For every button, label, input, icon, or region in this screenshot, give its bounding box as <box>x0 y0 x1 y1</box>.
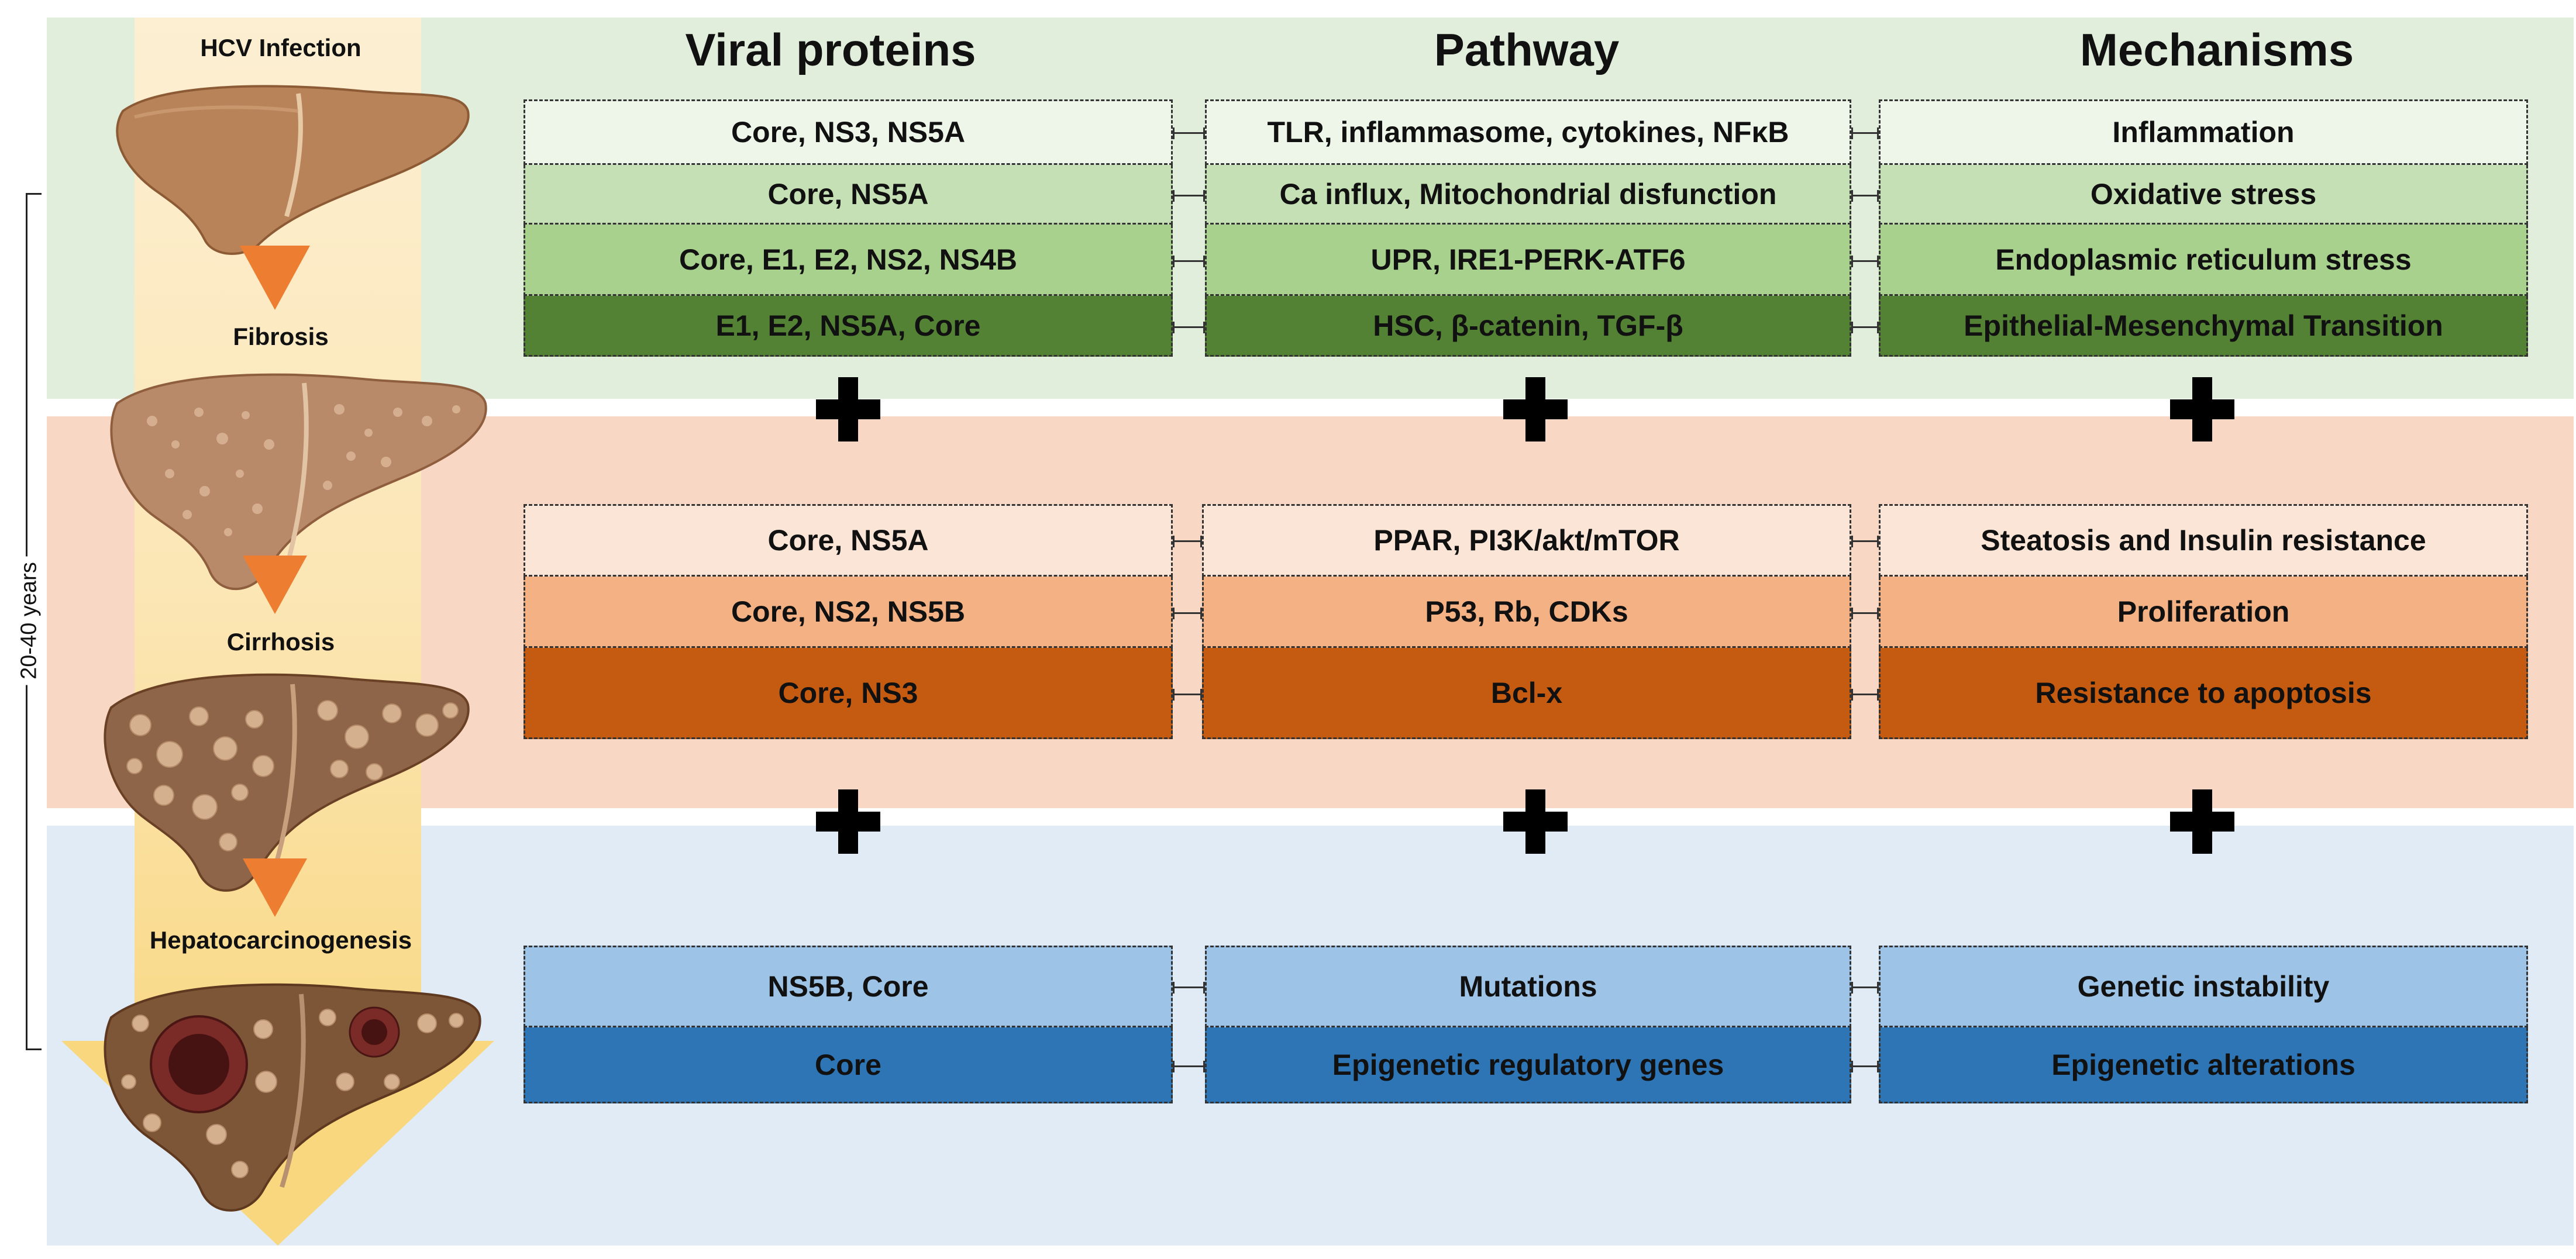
header-mechanisms: Mechanisms <box>2079 24 2354 75</box>
progression-arrow-2 <box>243 556 307 614</box>
row-connector <box>1173 322 1205 333</box>
row-connector <box>1173 982 1205 994</box>
viral-cell: Core, NS3, NS5A <box>524 99 1173 165</box>
pathway-cell: Epigenetic regulatory genes <box>1205 1027 1851 1103</box>
row-connector <box>1173 1061 1205 1072</box>
row-connector <box>1851 190 1879 202</box>
stage-label-hcv-infection: HCV Infection <box>200 34 361 61</box>
stage-label-cirrhosis: Cirrhosis <box>226 628 335 656</box>
row-connector <box>1851 322 1879 333</box>
viral-cell: Core <box>524 1027 1173 1103</box>
mechanism-cell: Inflammation <box>1879 99 2528 165</box>
pathway-cell: UPR, IRE1-PERK-ATF6 <box>1205 225 1851 296</box>
plus-icon <box>2170 789 2234 854</box>
cirrhotic-liver-icon <box>104 673 470 892</box>
pathway-cell: Bcl-x <box>1202 648 1851 739</box>
viral-cell: Core, NS5A <box>524 165 1173 225</box>
row-connector <box>1173 608 1202 619</box>
plus-icon <box>1503 789 1568 854</box>
mechanism-cell: Epigenetic alterations <box>1879 1027 2528 1103</box>
row-connector <box>1851 608 1879 619</box>
pathway-cell: HSC, β-catenin, TGF-β <box>1205 296 1851 357</box>
row-connector <box>1173 536 1202 547</box>
mechanism-cell: Epithelial-Mesenchymal Transition <box>1879 296 2528 357</box>
healthy-liver-icon <box>116 85 470 255</box>
viral-cell: E1, E2, NS5A, Core <box>524 296 1173 357</box>
plus-icon <box>1503 377 1568 441</box>
mechanism-cell: Endoplasmic reticulum stress <box>1879 225 2528 296</box>
timeline-years-label: 20-40 years <box>16 556 42 685</box>
row-connector <box>1173 190 1205 202</box>
plus-icon <box>816 377 880 441</box>
pathway-cell: TLR, inflammasome, cytokines, NFκB <box>1205 99 1851 165</box>
row-connector <box>1851 256 1879 267</box>
stage-label-hepatocarcinogenesis: Hepatocarcinogenesis <box>149 926 412 954</box>
row-connector <box>1851 689 1879 701</box>
viral-cell: Core, E1, E2, NS2, NS4B <box>524 225 1173 296</box>
pathway-cell: Ca influx, Mitochondrial disfunction <box>1205 165 1851 225</box>
mechanism-cell: Resistance to apoptosis <box>1879 648 2528 739</box>
mechanism-cell: Proliferation <box>1879 577 2528 648</box>
pathway-cell: PPAR, PI3K/akt/mTOR <box>1202 504 1851 577</box>
viral-cell: Core, NS3 <box>524 648 1173 739</box>
header-viral-proteins: Viral proteins <box>685 24 976 75</box>
plus-icon <box>2170 377 2234 441</box>
fibrotic-liver-icon <box>110 373 487 591</box>
pathway-cell: Mutations <box>1205 946 1851 1027</box>
viral-cell: Core, NS2, NS5B <box>524 577 1173 648</box>
header-pathway: Pathway <box>1434 24 1620 75</box>
progression-arrow-3 <box>243 858 307 917</box>
mechanism-cell: Genetic instability <box>1879 946 2528 1027</box>
row-connector <box>1173 127 1205 139</box>
row-connector <box>1851 1061 1879 1072</box>
viral-cell: Core, NS5A <box>524 504 1173 577</box>
mechanism-cell: Steatosis and Insulin resistance <box>1879 504 2528 577</box>
row-connector <box>1851 536 1879 547</box>
mechanism-cell: Oxidative stress <box>1879 165 2528 225</box>
viral-cell: NS5B, Core <box>524 946 1173 1027</box>
pathway-cell: P53, Rb, CDKs <box>1202 577 1851 648</box>
stage-label-fibrosis: Fibrosis <box>233 323 329 350</box>
progression-arrow-1 <box>240 246 310 310</box>
row-connector <box>1173 256 1205 267</box>
plus-icon <box>816 789 880 854</box>
row-connector <box>1851 982 1879 994</box>
row-connector <box>1173 689 1202 701</box>
hepatocarcinoma-liver-icon <box>104 983 481 1212</box>
row-connector <box>1851 127 1879 139</box>
